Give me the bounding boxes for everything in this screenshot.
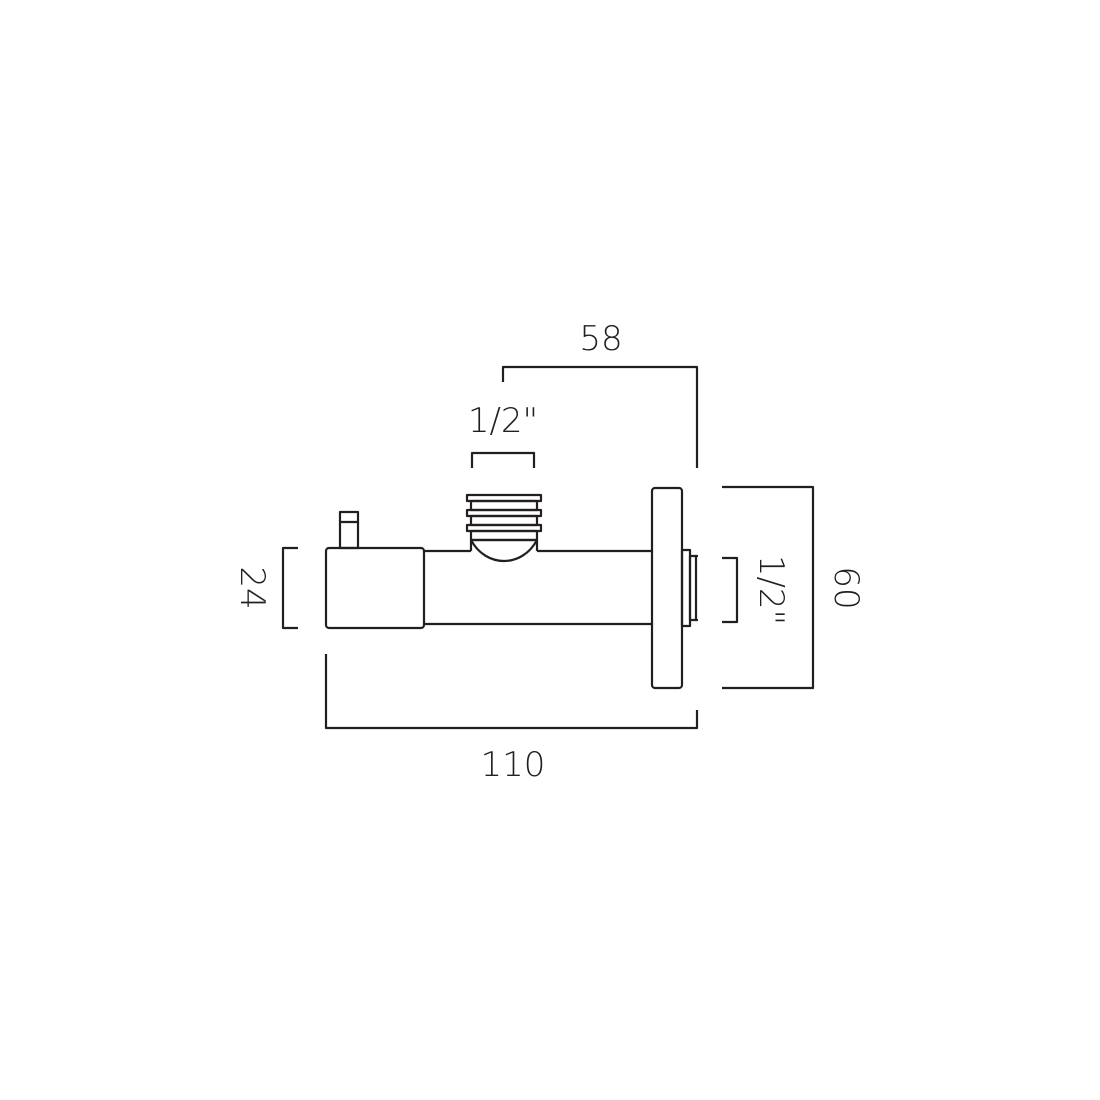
dim-top-inlet-bracket [470,451,536,468]
dim-24-bracket [281,546,298,630]
wall-flange [650,486,684,690]
side-thread-outlet [680,548,698,628]
top-inlet-dome [469,538,539,563]
pipe-body [424,549,652,626]
dimension-labels: 58 1/2" 24 1/2" 60 110 [232,319,866,785]
dim-110-bracket [324,654,699,730]
dim-58-label: 58 [579,319,622,359]
handle-cylinder [324,546,426,630]
dim-side-outlet-bracket [722,556,739,624]
handle-knob [338,510,360,550]
dim-110-label: 110 [481,745,546,785]
valve-body [324,486,698,690]
dim-side-outlet-label: 1/2" [751,555,791,625]
top-thread-connector [465,493,543,542]
dim-60-label: 60 [826,566,866,609]
dimension-lines [281,365,815,730]
dim-60-bracket [722,485,815,690]
dim-24-label: 24 [232,566,272,609]
dim-58-bracket [501,365,699,468]
dim-top-inlet-label: 1/2" [468,401,538,441]
